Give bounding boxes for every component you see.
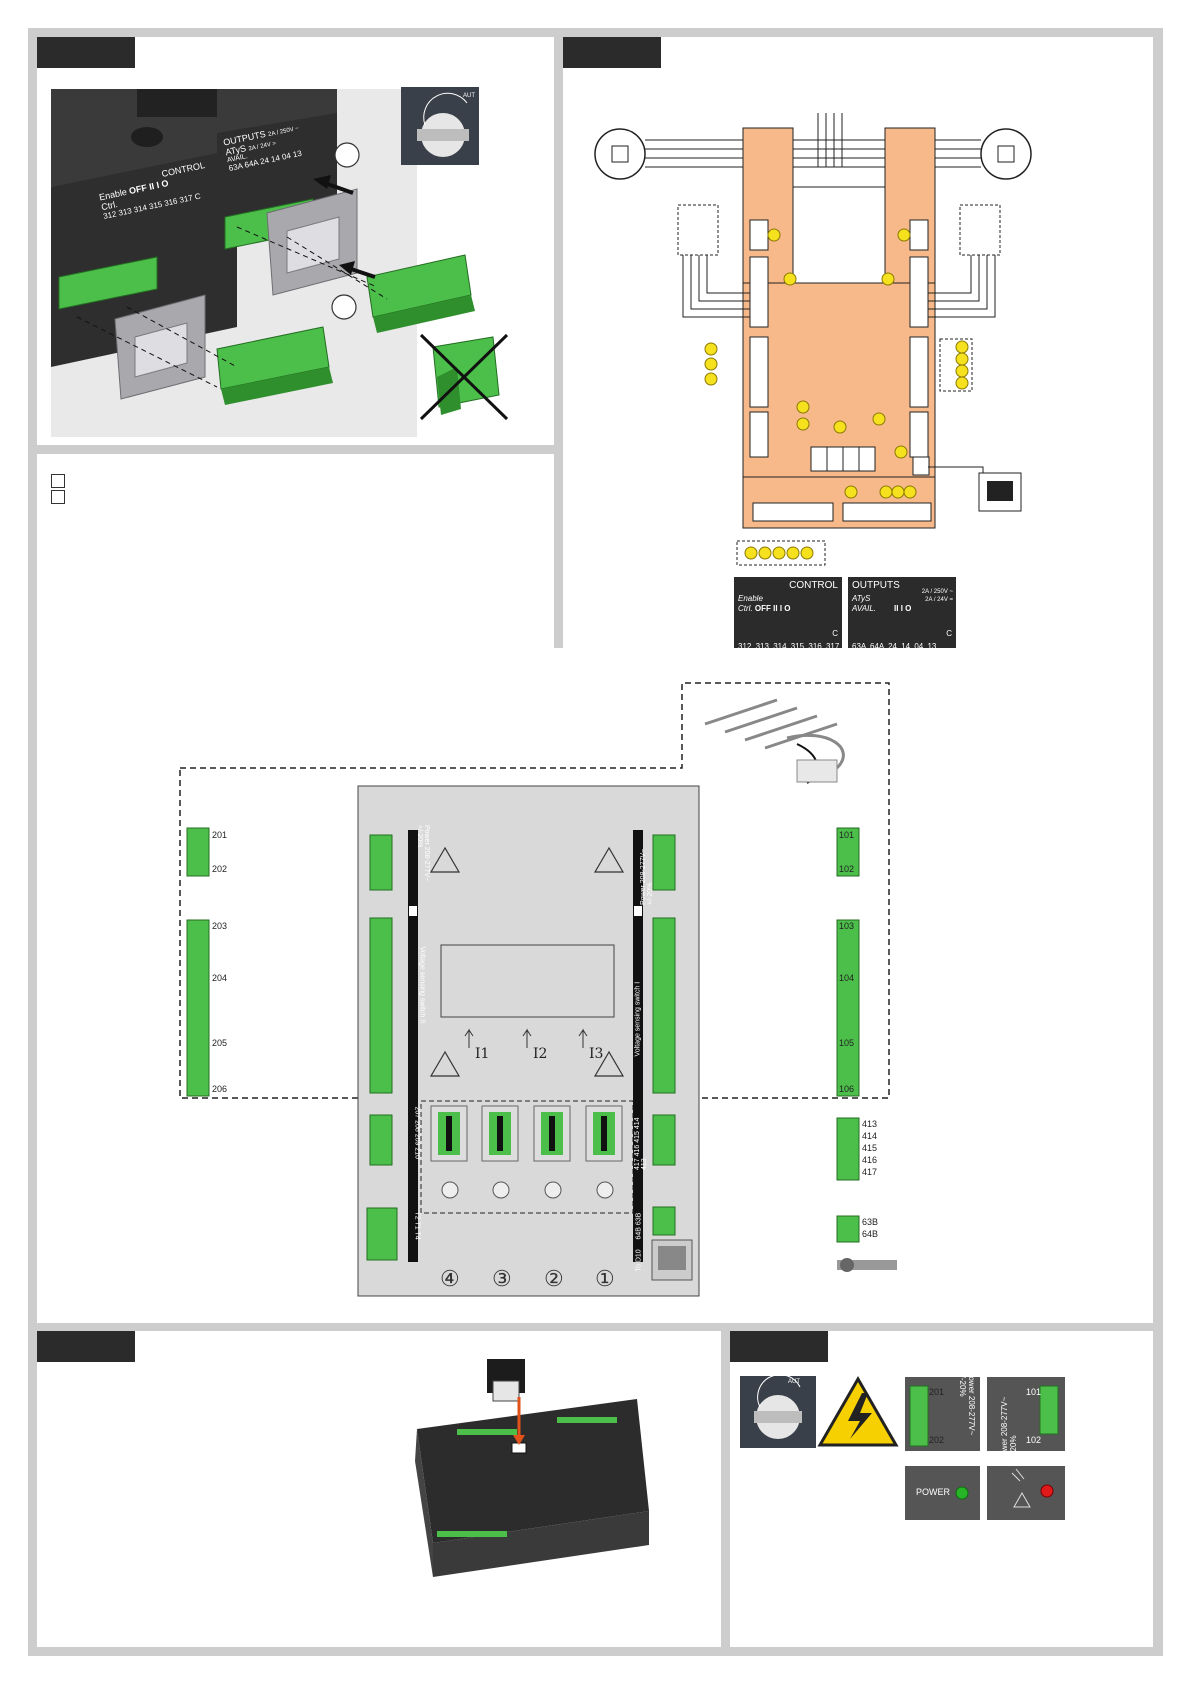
switch-aut-label: AUT [463,93,475,99]
step-tab-4 [37,1331,135,1362]
outputs-plate: OUTPUTS 2A / 250V ~ 2A / 24V = ATyS AVAI… [848,577,956,655]
step-tab-5 [730,1331,828,1362]
plate-terminal-102: 102 [1026,1435,1042,1445]
io-label-left: 207 208 209 210 [413,1106,421,1160]
outputs-plate-avail: AVAIL. [852,604,877,613]
outputs-plate-i: I [900,604,903,613]
panel-step-3-lower: 201 202 203 204 205 206 101 102 103 104 … [37,648,1153,1323]
terminal-layout-diagram [179,682,897,1297]
terminal-103: 103 [839,921,855,931]
outputs-plate-terminal: 63A [852,642,866,651]
to-d10-label: To D10 [635,1249,643,1272]
terminal-101: 101 [839,830,855,840]
outputs-plate-atys: ATyS [852,594,871,603]
terminal-414: 414 [862,1131,878,1141]
terminal-413: 413 [862,1119,878,1129]
control-plate: CONTROL Enable Ctrl. OFF II I O C 312 31… [734,577,842,655]
control-plate-title: CONTROL [789,580,838,591]
control-plate-ii: II [773,604,778,613]
terminal-204: 204 [212,973,228,983]
power-check-illustration [740,1374,1065,1520]
control-plate-o: O [784,604,791,613]
slot-4: ④ [440,1266,460,1291]
control-plate-terminal: 317 [825,642,840,651]
outputs-terminal: 24 [259,155,270,167]
outputs-plate-terminal: 64A [870,642,884,651]
outputs-terminal: 13 [292,148,303,160]
outputs-plate-ii: II [894,604,899,613]
document-frame: CONTROL Enable OFF II I O Ctrl. 312 313 … [28,28,1163,1656]
checkbox-2[interactable] [51,490,65,504]
terminal-206: 206 [212,1084,228,1094]
terminal-63b: 63B [862,1217,879,1227]
power-label-right: Power 208-277V~ +/-20% [640,848,654,905]
current-input-i2: I2 [533,1046,548,1062]
plate-terminal-101: 101 [1026,1387,1042,1397]
voltage-sensing-label-left: Voltage sensing switch II [418,946,426,1024]
panel-step-1: CONTROL Enable OFF II I O Ctrl. 312 313 … [37,37,554,445]
slot-2: ② [544,1266,564,1291]
terminal-416: 416 [862,1155,878,1165]
outputs-plate-terminal: 04 [914,642,924,651]
terminal-64b: 64B [862,1229,879,1239]
control-plate-i: I [779,604,783,613]
connector-fitting-illustration [51,87,509,437]
control-mode-ii: II [148,180,156,192]
terminal-105: 105 [839,1038,855,1048]
panel-step-3 [37,454,554,654]
plate-terminal-201: 201 [929,1387,945,1397]
terminal-415: 415 [862,1143,878,1153]
terminal-201: 201 [212,830,228,840]
terminal-417: 417 [862,1167,878,1177]
switch-aut-label: AUT [788,1379,800,1385]
step-tab-1 [37,37,135,68]
terminal-203: 203 [212,921,228,931]
t-label-left: T2 T1 T4 [413,1211,421,1240]
slot-3: ③ [492,1266,512,1291]
io-label-right: 417 416 415 414 413 [634,1117,648,1170]
outputs-terminal: 14 [270,153,281,165]
control-plate-common: C [832,629,838,638]
outputs-plate-terminal: 14 [901,642,911,651]
panel-step-4 [37,1331,721,1647]
voltage-sensing-label-right: Voltage sensing switch I [634,981,642,1057]
terminal-106: 106 [839,1084,855,1094]
wiring-schematic [594,113,1032,566]
plate-power-label-left: Power 208-277V~ +/-20% [958,1371,976,1436]
plate-power-label-right: Power 208-277V~ +/-20% [1000,1396,1018,1461]
control-plate-terminal: 313 [755,642,769,651]
slot-1: ① [595,1266,615,1291]
control-mode-o: O [160,177,170,190]
plate-terminal-202: 202 [929,1435,945,1445]
outputs-plate-common: C [946,629,952,638]
power-label-left: Power 208-277V~ +/-20% [416,825,430,882]
control-common: C [193,191,202,202]
control-plate-terminal: 314 [773,642,787,651]
outputs-plate-terminal: 24 [888,642,897,651]
control-plate-off: OFF [754,604,771,613]
terminal-205: 205 [212,1038,228,1048]
current-input-i1: I1 [475,1046,490,1062]
control-plate-terminal: 316 [808,642,822,651]
control-mode-i: I [155,179,161,191]
outputs-plate-title: OUTPUTS [852,580,900,591]
panel-step-5: AUT 201 202 Power 208-277V~ +/-20% 101 1… [730,1331,1153,1647]
current-input-i3: I3 [589,1046,604,1062]
module-insertion-illustration [415,1359,649,1577]
terminal-202: 202 [212,864,228,874]
step-tab-2 [563,37,661,68]
outputs-plate-rating-1: 2A / 250V ~ [921,589,953,595]
control-plate-terminal: 312 [738,642,752,651]
outputs-plate-terminal: 13 [927,642,937,651]
checkbox-1[interactable] [51,474,65,488]
control-plate-enable: Enable [738,594,763,603]
terminal-102: 102 [839,864,855,874]
control-plate-terminal: 315 [790,642,805,651]
power-label: POWER [916,1487,951,1497]
outputs-terminal: 04 [281,151,292,162]
terminal-104: 104 [839,973,855,983]
control-plate-ctrl: Ctrl. [738,604,753,613]
outputs-plate-rating-2: 2A / 24V = [925,597,953,603]
outputs-plate-o: O [905,604,912,613]
